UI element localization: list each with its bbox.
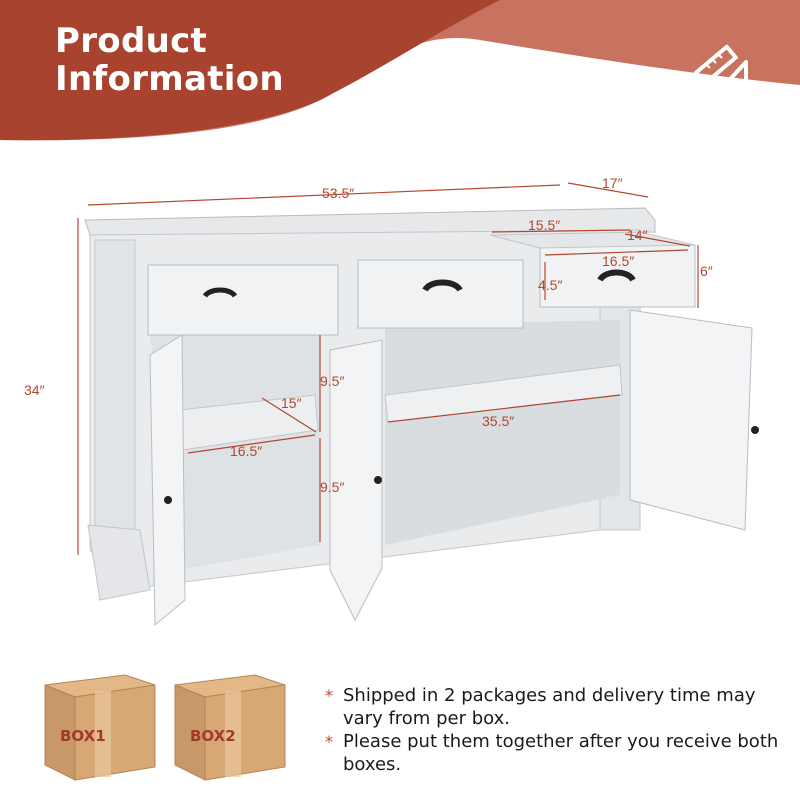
sideboard-drawing: 53.5″ 17″ 34″ 15.5″ 14″ 16.5″ 6″ 4.5″ 15… [24, 175, 759, 627]
dim-height: 34″ [24, 382, 45, 398]
dim-left-shelf-depth: 15″ [281, 395, 302, 411]
doors [149, 309, 759, 627]
dim-drawer-front-height: 6″ [700, 263, 713, 279]
drawers [147, 231, 696, 336]
note-text: Shipped in 2 packages and delivery time … [343, 685, 756, 729]
note-item: * Please put them together after you rec… [325, 730, 785, 776]
shipping-notes: * Shipped in 2 packages and delivery tim… [325, 684, 785, 776]
title-line-2: Information [55, 59, 284, 99]
note-text: Please put them together after you recei… [343, 731, 779, 775]
title-line-1: Product [55, 21, 208, 61]
box-2-label: BOX2 [190, 727, 236, 745]
dimension-lines [77, 182, 699, 555]
asterisk-icon: * [325, 732, 333, 751]
dim-left-shelf-width: 16.5″ [230, 443, 262, 459]
dim-depth: 17″ [602, 175, 623, 191]
dim-center-shelf-width: 35.5″ [482, 413, 514, 429]
dim-drawer-depth: 14″ [627, 227, 648, 243]
note-item: * Shipped in 2 packages and delivery tim… [325, 684, 785, 730]
dim-upper-shelf-height: 9.5″ [320, 373, 344, 389]
dim-width: 53.5″ [322, 185, 354, 201]
dim-drawer-inner-height: 4.5″ [538, 277, 562, 293]
header-banner: Product Information [0, 0, 800, 145]
page-title: Product Information [55, 22, 284, 98]
box-1-icon: BOX1 [44, 674, 156, 781]
ruler-triangle-icon [694, 44, 748, 90]
dim-drawer-front-width: 16.5″ [602, 253, 634, 269]
asterisk-icon: * [325, 686, 333, 705]
shipping-boxes: BOX1 BOX2 [44, 674, 286, 781]
box-1-label: BOX1 [60, 727, 106, 745]
banner-shape [0, 0, 800, 141]
dim-drawer-width: 15.5″ [528, 217, 560, 233]
dim-lower-shelf-height: 9.5″ [320, 479, 344, 495]
box-2-icon: BOX2 [174, 674, 286, 781]
